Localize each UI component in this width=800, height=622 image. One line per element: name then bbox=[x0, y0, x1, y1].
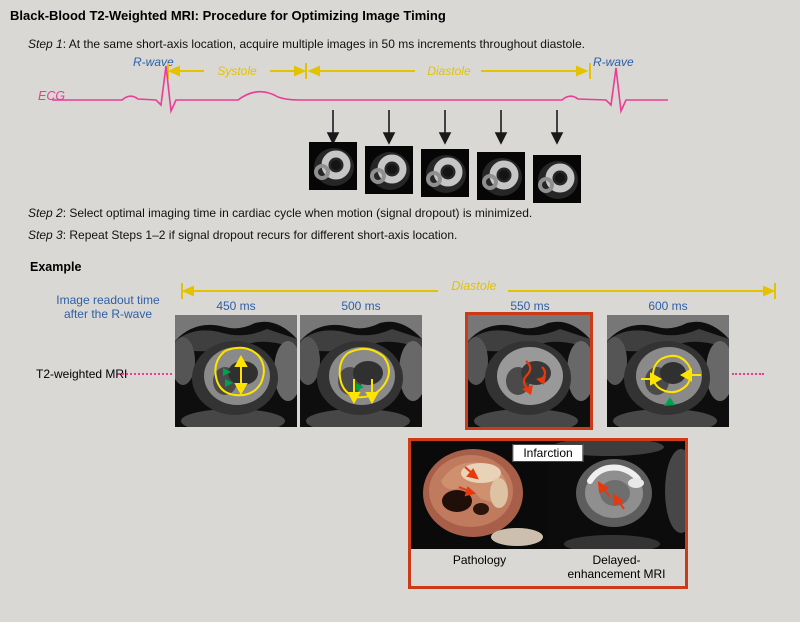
time-label-600ms: 600 ms bbox=[648, 299, 688, 313]
systole-arrowhead-right bbox=[294, 65, 307, 77]
t2-image-600ms bbox=[607, 315, 729, 427]
example-diastole-bracket bbox=[181, 283, 776, 299]
example-diastole-label: Diastole bbox=[451, 279, 497, 293]
diastole-arrowhead-right bbox=[576, 65, 589, 77]
timing-bracket-lines bbox=[167, 63, 591, 79]
infarction-label: Infarction bbox=[512, 444, 584, 462]
step-1-text: : At the same short-axis location, acqui… bbox=[62, 37, 585, 51]
systole-arrowhead-left bbox=[167, 65, 180, 77]
yellow-contour bbox=[651, 354, 692, 394]
time-label-450ms: 450 ms bbox=[216, 299, 256, 313]
dotted-leader-right bbox=[732, 373, 764, 375]
red-arrows bbox=[597, 481, 625, 510]
panel-captions: Pathology Delayed- enhancement MRI bbox=[411, 549, 685, 586]
mini-mri-3 bbox=[421, 149, 469, 197]
panel-images bbox=[411, 441, 685, 549]
step-3-text: : Repeat Steps 1–2 if signal dropout rec… bbox=[62, 228, 458, 242]
step-2-label: Step 2 bbox=[28, 206, 63, 220]
infarction-correlation-panel: Pathology Delayed- enhancement MRI Infar… bbox=[408, 438, 688, 589]
yellow-inward-arrows bbox=[641, 368, 701, 386]
step-3-label: Step 3 bbox=[28, 228, 63, 242]
r-wave-label-left: R-wave bbox=[133, 55, 174, 69]
diastole-arrowhead-left bbox=[307, 65, 320, 77]
readout-line-2: after the R-wave bbox=[63, 307, 153, 321]
example-heading: Example bbox=[30, 260, 82, 274]
mini-mri-4 bbox=[477, 152, 525, 200]
dotted-leader-left bbox=[118, 373, 172, 375]
readout-line-1: Image readout time bbox=[56, 293, 160, 307]
green-arrowheads bbox=[356, 383, 364, 391]
step-2-text: : Select optimal imaging time in cardiac… bbox=[62, 206, 533, 220]
green-arrowheads bbox=[223, 368, 233, 387]
pathology-caption: Pathology bbox=[452, 553, 507, 567]
delayed-enhancement-mri bbox=[548, 441, 685, 549]
time-label-550ms: 550 ms bbox=[510, 299, 550, 313]
time-label-500ms: 500 ms bbox=[341, 299, 381, 313]
de-caption-line-1: Delayed- bbox=[592, 553, 641, 567]
mini-mri-1 bbox=[309, 142, 357, 190]
step-1-label: Step 1 bbox=[28, 37, 63, 51]
t2-image-500ms bbox=[300, 315, 422, 427]
readout-time-label: Image readout time after the R-wave bbox=[35, 293, 181, 321]
red-arrows bbox=[458, 466, 479, 497]
step-2: Step 2: Select optimal imaging time in c… bbox=[28, 206, 532, 220]
mini-mri-2 bbox=[365, 146, 413, 194]
ecg-trace-graphic bbox=[52, 63, 668, 145]
de-caption-line-2: enhancement MRI bbox=[567, 567, 666, 581]
yellow-down-arrows bbox=[347, 379, 379, 405]
t2-image-550ms-highlighted bbox=[465, 312, 593, 430]
step-3: Step 3: Repeat Steps 1–2 if signal dropo… bbox=[28, 228, 457, 242]
step-1: Step 1: At the same short-axis location,… bbox=[28, 37, 585, 51]
r-wave-label-right: R-wave bbox=[593, 55, 634, 69]
delayed-enhancement-caption: Delayed- enhancement MRI bbox=[548, 549, 685, 586]
yellow-double-arrow bbox=[234, 354, 248, 396]
t2-weighted-mri-label: T2-weighted MRI bbox=[36, 367, 128, 381]
green-arrowheads bbox=[664, 397, 675, 406]
acquisition-arrows bbox=[326, 110, 564, 145]
mini-mri-5 bbox=[533, 155, 581, 203]
systole-label: Systole bbox=[217, 64, 257, 78]
figure-title: Black-Blood T2-Weighted MRI: Procedure f… bbox=[10, 8, 446, 23]
yellow-contour bbox=[214, 346, 265, 397]
red-arrowheads bbox=[522, 376, 546, 395]
diastole-label: Diastole bbox=[427, 64, 471, 78]
t2-image-450ms bbox=[175, 315, 297, 427]
ecg-waveform bbox=[52, 65, 668, 114]
